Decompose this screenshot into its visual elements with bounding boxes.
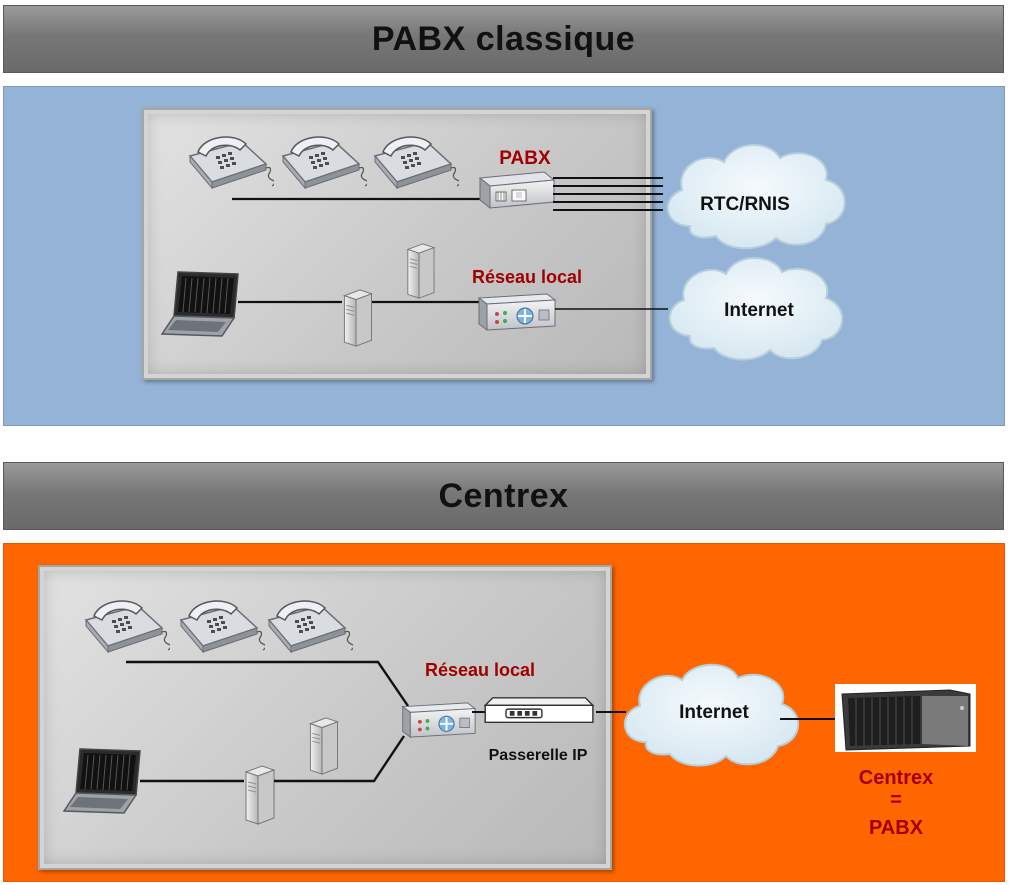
switch-icon [478, 293, 556, 331]
phone-line [126, 660, 409, 707]
server-icon [309, 717, 339, 775]
pabx-trunk-lines [553, 177, 663, 211]
title-banner-pabx-classique: PABX classique [3, 5, 1004, 73]
lan-cable [274, 735, 405, 783]
internet-label-bottom: Internet [679, 702, 749, 723]
centrex-server-icon [835, 684, 976, 752]
lan-label-bottom: Réseau local [425, 660, 535, 680]
centrex-label-line3: PABX [869, 817, 924, 839]
internet-label-top: Internet [724, 300, 794, 321]
banner-title: PABX classique [371, 19, 636, 58]
rtc-rnis-label: RTC/RNIS [700, 194, 790, 215]
gateway-label: Passerelle IP [489, 747, 588, 764]
phone-icon [268, 600, 353, 653]
phone-icon [189, 136, 274, 189]
phone-icon [85, 600, 170, 653]
laptop-icon [63, 748, 141, 814]
server-icon [245, 765, 275, 825]
title-banner-centrex: Centrex [3, 462, 1004, 530]
switch-icon [401, 701, 477, 739]
centrex-label-line1: Centrex [859, 767, 933, 789]
centrex-label-line2: = [890, 789, 902, 811]
ip-gateway-icon [484, 697, 594, 724]
phone-icon [374, 136, 459, 189]
internet-cloud-icon [668, 257, 843, 361]
rtc-rnis-cloud-icon [666, 144, 846, 250]
pabx-label: PABX [499, 148, 551, 169]
phone-icon [282, 136, 367, 189]
server-icon [343, 289, 373, 347]
phone-icon [180, 600, 265, 653]
lan-label-top: Réseau local [472, 267, 582, 287]
internet-cloud-icon [623, 663, 800, 767]
server-icon [407, 243, 435, 299]
laptop-icon [161, 271, 239, 337]
pabx-device-icon [479, 171, 555, 209]
banner-title: Centrex [438, 476, 569, 515]
